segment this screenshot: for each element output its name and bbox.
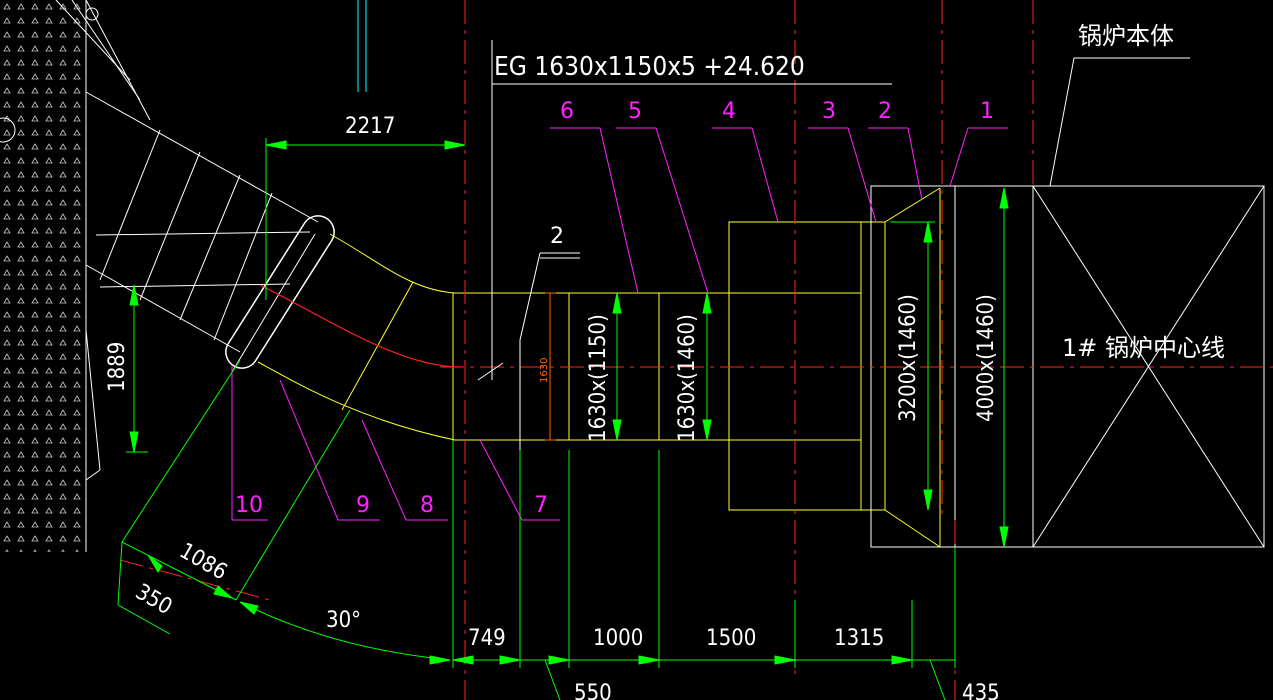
dim-435: 435: [962, 681, 1000, 700]
item-label-2: 2: [878, 99, 892, 124]
small-dim-1630: [545, 292, 556, 441]
boiler-body-label: 锅炉本体: [1078, 22, 1174, 50]
dim-550: 550: [574, 681, 612, 700]
expansion-joint: [225, 215, 335, 369]
item-label-9: 9: [356, 493, 370, 518]
item-label-5: 5: [628, 99, 642, 124]
centerlines: [119, 0, 1273, 700]
wall-hatch: [0, 0, 151, 552]
item-label-7: 7: [534, 493, 548, 518]
section-1630x1460: 1630x(1460): [675, 314, 700, 442]
center-curve: [259, 284, 461, 368]
header-leader: [477, 40, 892, 381]
section-1630x1150: 1630x(1150): [586, 314, 611, 442]
section-4000x1460: 4000x(1460): [974, 294, 999, 422]
item-leaders: [231, 127, 1008, 521]
item-2b-leader: [519, 252, 580, 450]
green-dimensions: [117, 138, 1009, 700]
header-note: EG 1630x1150x5 +24.620: [494, 52, 805, 82]
item-label-2b: 2: [550, 224, 564, 249]
dim-1000: 1000: [593, 626, 643, 651]
item-label-6: 6: [560, 99, 574, 124]
item-label-1: 1: [980, 99, 994, 124]
dim-2217: 2217: [345, 114, 395, 139]
item-label-4: 4: [722, 99, 736, 124]
dim-1889: 1889: [105, 342, 130, 392]
item-label-8: 8: [420, 493, 434, 518]
dim-1315: 1315: [834, 626, 884, 651]
vertical-pipe: [357, 0, 367, 92]
boiler-centerline-label: 1# 锅炉中心线: [1062, 334, 1225, 362]
dim-1500: 1500: [706, 626, 756, 651]
item-label-3: 3: [822, 99, 836, 124]
dim-749: 749: [468, 626, 506, 651]
elbow-transition: [257, 233, 456, 441]
section-3200x1460: 3200x(1460): [896, 294, 921, 422]
inclined-duct: [85, 91, 319, 373]
dim-350: 350: [131, 580, 176, 621]
item-label-10: 10: [235, 493, 263, 518]
boiler-body-leader: [1049, 57, 1190, 187]
dim-1086: 1086: [175, 539, 231, 586]
dim-angle: 30°: [326, 608, 361, 633]
small-dim-1630-text: 1630: [539, 358, 550, 383]
